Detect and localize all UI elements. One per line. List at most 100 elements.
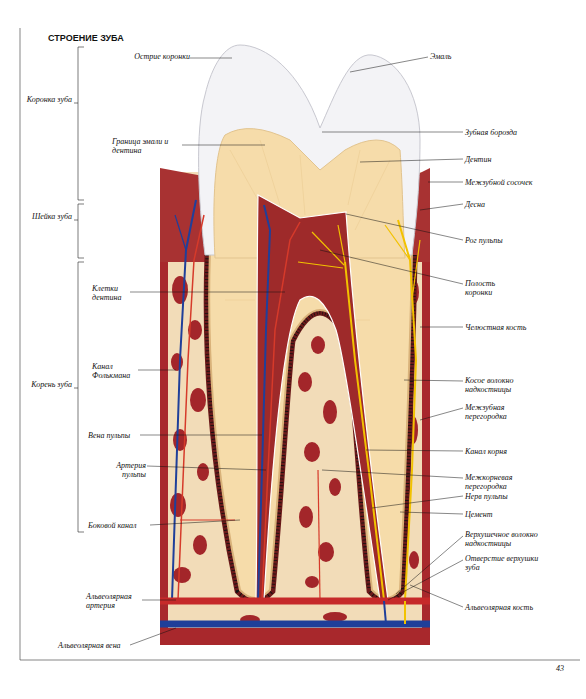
- marrow-space: [318, 542, 334, 562]
- marrow-space: [305, 576, 319, 588]
- part-label: Клетки дентина: [92, 284, 132, 302]
- bracket: [74, 103, 78, 104]
- bracket: [78, 262, 84, 532]
- part-label: Межзубная перегородка: [465, 403, 520, 421]
- part-label: Десна: [465, 200, 565, 209]
- marrow-space: [323, 400, 337, 424]
- leader-line: [366, 450, 463, 451]
- part-label: Рог пульпы: [465, 236, 565, 245]
- bone-nerve: [412, 240, 420, 300]
- leader-line: [150, 520, 240, 525]
- part-label: Эмаль: [430, 52, 510, 61]
- part-label: Верхушечное волокно надкостницы: [465, 530, 555, 548]
- bone-nerve: [385, 225, 410, 260]
- part-label: Канал Фолькмана: [92, 362, 140, 380]
- leader-line: [322, 132, 463, 133]
- pulp-nerve: [338, 225, 345, 262]
- part-label: Отверстие верхушки зуба: [465, 554, 541, 572]
- leader-line: [388, 560, 463, 600]
- leader-line: [410, 585, 463, 607]
- septal-artery: [318, 470, 320, 600]
- leader-line: [322, 470, 463, 478]
- leader-line: [130, 628, 176, 645]
- marrow-space: [197, 463, 209, 481]
- dentin-tubule: [225, 300, 255, 301]
- frame-line: [20, 660, 580, 661]
- leader-line: [320, 250, 463, 284]
- part-label: Острие коронки: [130, 52, 190, 61]
- bone-vein: [172, 200, 196, 600]
- part-label: Челюстная кость: [465, 323, 565, 332]
- leader-line: [396, 536, 463, 594]
- dentin-tubule: [355, 160, 390, 230]
- bracket: [78, 47, 84, 200]
- frame-line: [20, 28, 21, 660]
- dentin-tubule: [300, 155, 305, 215]
- bracket: [78, 204, 84, 258]
- part-label: Корень зуба: [24, 380, 72, 389]
- bone-base: [160, 628, 430, 645]
- leader-line: [190, 58, 232, 59]
- part-label: Полость коронки: [465, 279, 510, 297]
- lateral-canal-vessel: [180, 520, 235, 521]
- leader-line: [142, 600, 176, 601]
- bone-artery: [178, 215, 204, 600]
- root-dentin: [209, 250, 412, 598]
- pulp-nerve: [298, 262, 343, 268]
- leader-line: [182, 145, 265, 146]
- part-label: Межкорневая перегородка: [465, 473, 523, 491]
- marrow-space: [311, 336, 325, 354]
- leader-line: [130, 292, 285, 293]
- bracket: [74, 388, 78, 389]
- leader-line: [420, 204, 463, 210]
- dentin-tubule: [348, 150, 360, 205]
- part-label: Альвеолярная артерия: [86, 592, 142, 610]
- part-label: Нерв пульпы: [465, 492, 565, 501]
- leader-line: [140, 435, 262, 436]
- alveolar-vein-branch: [384, 601, 386, 624]
- leader-line: [420, 408, 463, 420]
- leader-line: [400, 512, 463, 514]
- part-label: 43: [556, 664, 580, 673]
- title: СТРОЕНИЕ ЗУБА: [48, 33, 124, 43]
- leader-line: [350, 57, 428, 72]
- marrow-space: [299, 506, 313, 528]
- part-label: Артерия пульпы: [100, 461, 146, 479]
- leader-line: [372, 496, 463, 508]
- part-label: Цемент: [465, 510, 565, 519]
- part-label: Межзубной сосочек: [465, 178, 565, 187]
- part-label: Боковой канал: [88, 521, 168, 530]
- bracket: [74, 220, 78, 221]
- marrow-space: [193, 535, 207, 555]
- leader-line: [346, 214, 463, 240]
- part-label: Косое волокно надкостницы: [465, 376, 527, 394]
- bone-vein: [175, 215, 186, 250]
- part-label: Канал корня: [465, 447, 565, 456]
- alveolar-nerve-branch: [404, 601, 406, 624]
- marrow-space: [298, 372, 312, 392]
- marrow-space: [409, 551, 419, 569]
- bone-nerve: [398, 220, 416, 600]
- marrow-space: [172, 276, 188, 304]
- alveolar-vein: [160, 621, 430, 628]
- pulp: [256, 195, 388, 600]
- pulp-nerve: [312, 232, 344, 265]
- part-label: Альвеолярная вена: [58, 641, 158, 650]
- part-label: Зубная борозда: [465, 128, 565, 137]
- pulp-nerve: [345, 262, 384, 600]
- dentin-tubule: [230, 150, 258, 200]
- marrow-space: [304, 442, 320, 462]
- part-label: Шейка зуба: [24, 212, 72, 221]
- marrow-space: [329, 478, 341, 496]
- pulp-artery: [262, 222, 300, 600]
- dentin-tubule: [260, 140, 280, 205]
- part-label: Дентин: [465, 155, 565, 164]
- part-label: Вена пульпы: [88, 431, 158, 440]
- part-label: Граница эмали и дентина: [112, 137, 184, 155]
- leader-line: [420, 327, 463, 328]
- marrow-space: [190, 388, 206, 412]
- leader-line: [428, 182, 463, 183]
- leader-line: [404, 380, 463, 381]
